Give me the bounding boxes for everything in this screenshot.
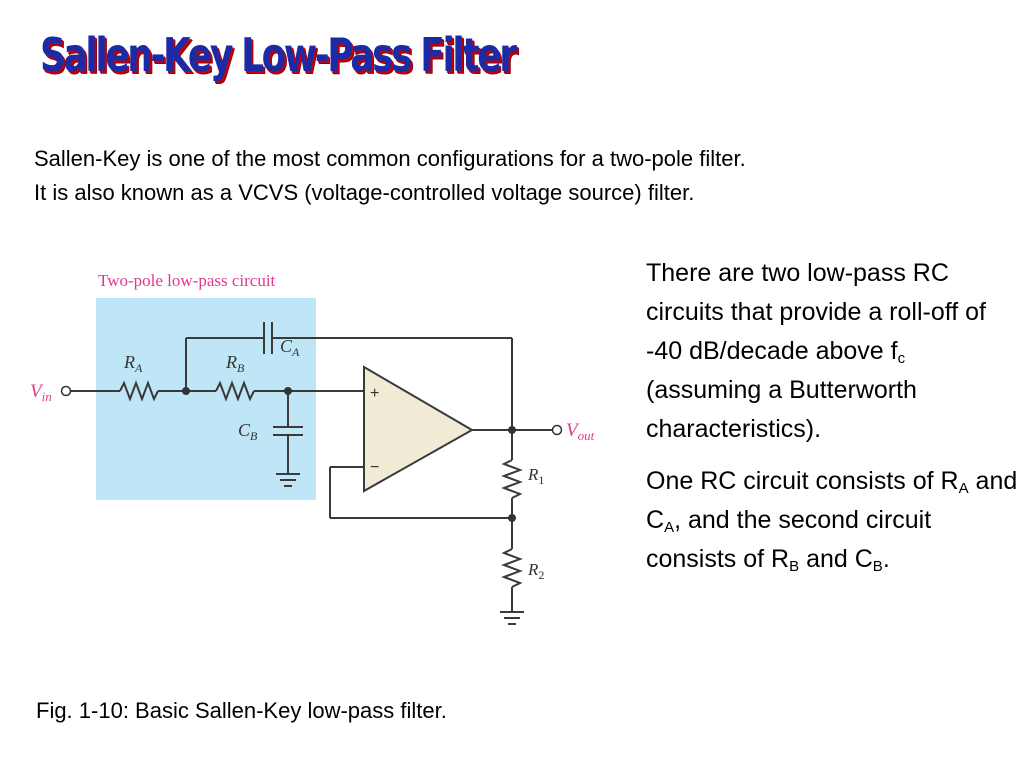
r1-label: R1 [527, 465, 544, 487]
intro-text: Sallen-Key is one of the most common con… [34, 142, 746, 210]
resistor-rb-symbol [215, 380, 255, 402]
junction-dot [182, 387, 190, 395]
vin-terminal [60, 385, 72, 397]
cb-label: CB [238, 420, 258, 443]
ra-label: RA [123, 352, 143, 375]
two-pole-highlight-box [96, 298, 316, 500]
resistor-r2-symbol [501, 548, 523, 588]
intro-line-1: Sallen-Key is one of the most common con… [34, 146, 746, 171]
vin-label: Vin [30, 381, 52, 404]
vout-label: Vout [566, 420, 595, 443]
r2-label: R2 [527, 560, 544, 582]
sallen-key-circuit-diagram: Two-pole low-pass circuit [30, 271, 595, 625]
figure-caption: Fig. 1-10: Basic Sallen-Key low-pass fil… [36, 698, 447, 723]
op-amp-plus-sign: + [370, 385, 379, 402]
junction-dot [284, 387, 292, 395]
junction-dot [508, 426, 516, 434]
vout-terminal [551, 424, 563, 436]
box-label: Two-pole low-pass circuit [98, 271, 276, 290]
junction-dot [508, 514, 516, 522]
resistor-ra-symbol [119, 380, 159, 402]
resistor-r1-symbol [501, 459, 523, 499]
ca-label: CA [280, 336, 300, 359]
op-amp-minus-sign: − [370, 459, 379, 476]
explanation-text: There are two low-pass RC circuits that … [646, 254, 1018, 592]
explanation-paragraph-1: There are two low-pass RC circuits that … [646, 259, 986, 443]
intro-line-2: It is also known as a VCVS (voltage-cont… [34, 180, 695, 205]
explanation-paragraph-2: One RC circuit consists of RA and CA, an… [646, 467, 1018, 575]
slide-title: Sallen-Key Low-Pass Filter [40, 28, 517, 82]
rb-label: RB [225, 352, 245, 375]
op-amp [363, 365, 475, 493]
